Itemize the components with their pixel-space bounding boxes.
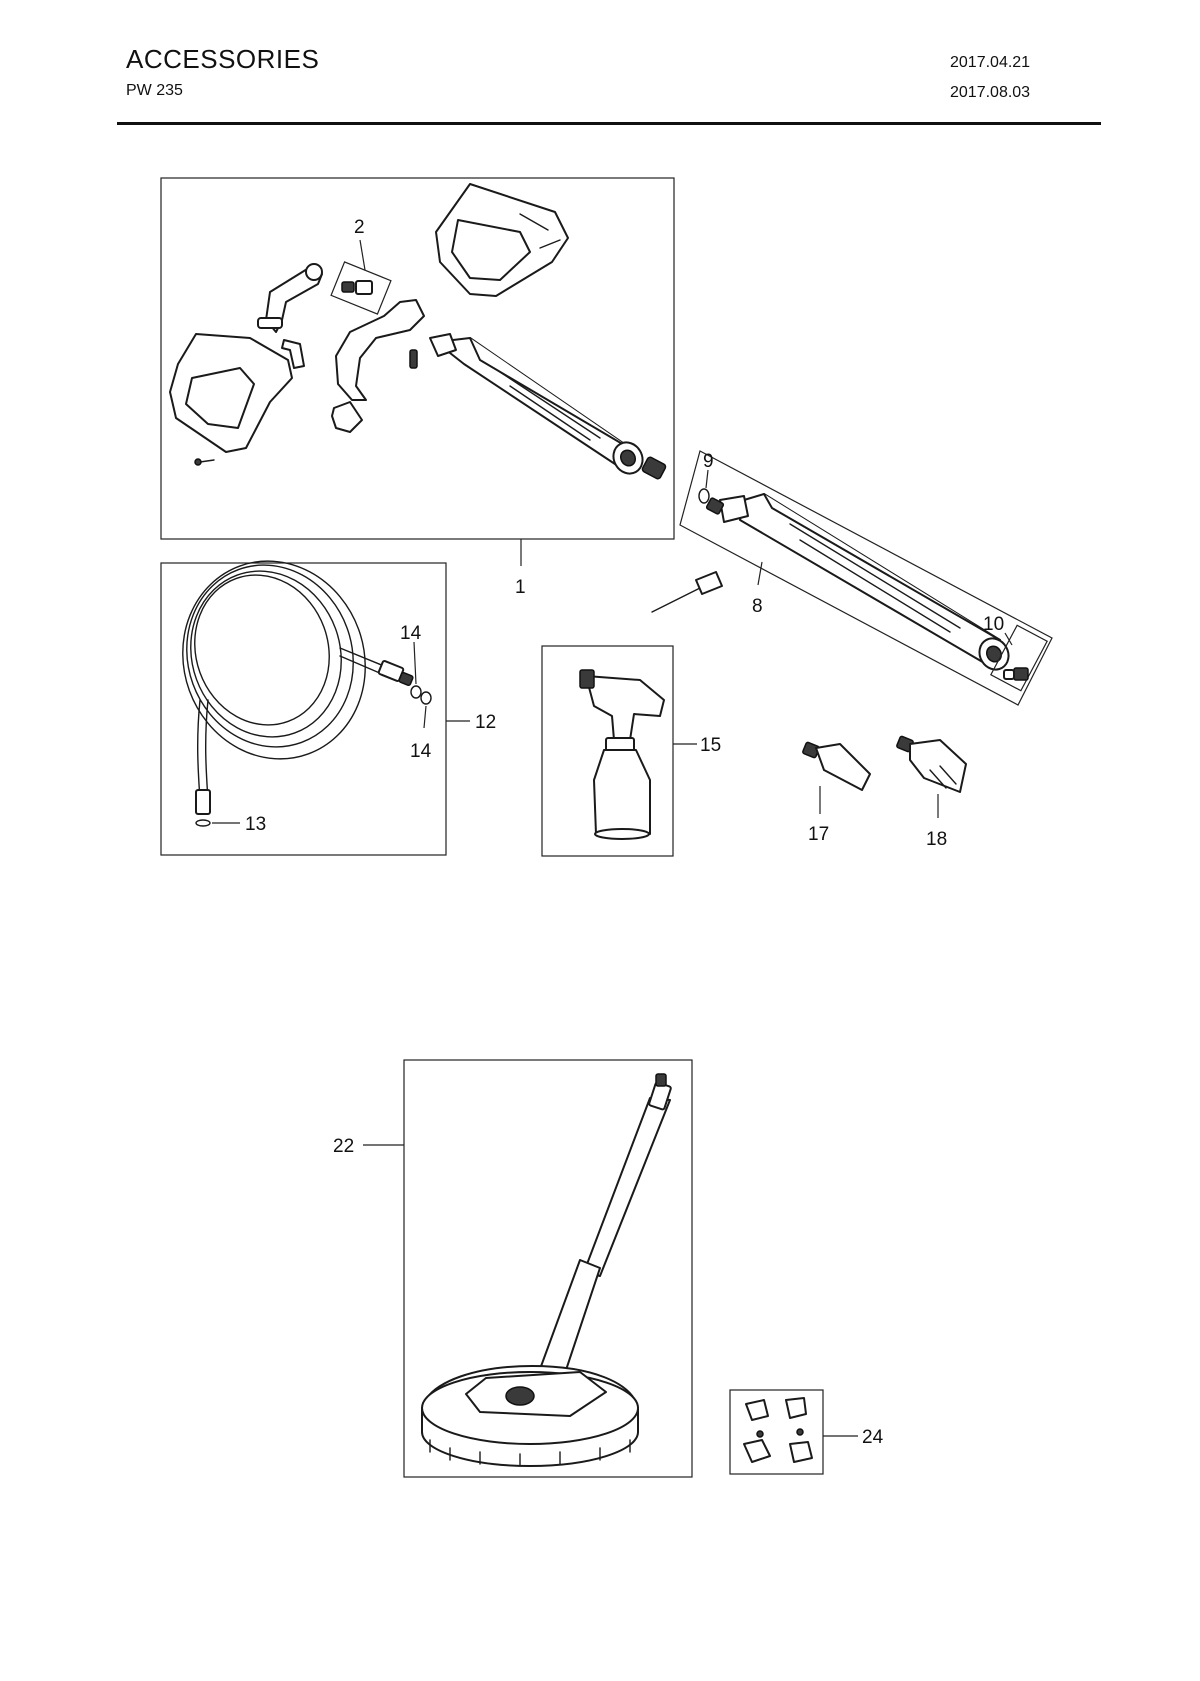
callout-9-leader bbox=[705, 469, 709, 489]
callout-14a-leader bbox=[413, 641, 417, 685]
gun-barrel-tube bbox=[429, 333, 644, 475]
turbo-nozzle bbox=[896, 735, 967, 793]
box-spray-gun bbox=[160, 177, 675, 540]
callout-2-leader bbox=[359, 239, 366, 271]
gun-clip bbox=[281, 339, 305, 369]
callout-24: 24 bbox=[862, 1427, 884, 1448]
foam-sprayer bbox=[579, 669, 665, 840]
callout-22: 22 bbox=[333, 1136, 354, 1157]
box-hose bbox=[160, 562, 447, 856]
callout-14a: 14 bbox=[400, 623, 422, 644]
gun-valve-body bbox=[257, 263, 323, 333]
lance-nozzle bbox=[1003, 667, 1029, 681]
callout-18: 18 bbox=[926, 829, 947, 850]
callout-17: 17 bbox=[808, 824, 829, 845]
box-nozzle bbox=[990, 624, 1048, 692]
date-created: 2017.04.21 bbox=[950, 54, 1031, 71]
box-lance bbox=[679, 450, 1053, 706]
box-nozzle-kit bbox=[729, 1389, 824, 1475]
date-revised: 2017.08.03 bbox=[950, 84, 1031, 101]
callout-12: 12 bbox=[475, 712, 496, 733]
callout-2: 2 bbox=[354, 217, 365, 238]
callout-8-leader bbox=[757, 561, 763, 586]
lance bbox=[705, 493, 1010, 671]
nozzle-kit bbox=[743, 1397, 813, 1463]
lance-o-ring bbox=[698, 488, 710, 504]
model-number: PW 235 bbox=[126, 82, 183, 99]
valve-spring-set bbox=[330, 261, 392, 315]
callout-9: 9 bbox=[703, 451, 714, 472]
hose-o-ring-upper bbox=[410, 685, 422, 699]
callout-8: 8 bbox=[752, 596, 763, 617]
gun-coupler-nut bbox=[641, 456, 667, 480]
page-title: ACCESSORIES bbox=[126, 44, 320, 74]
hose-o-ring-lower bbox=[420, 691, 432, 705]
callout-14b: 14 bbox=[410, 741, 432, 762]
callout-13: 13 bbox=[245, 814, 266, 835]
nozzle-cleaning-needle bbox=[651, 571, 723, 613]
high-pressure-hose bbox=[182, 560, 414, 815]
callout-10-leader bbox=[1004, 632, 1013, 646]
hose-end-o-ring bbox=[195, 819, 211, 827]
box-patio-cleaner bbox=[403, 1059, 693, 1478]
gun-front-grip bbox=[169, 333, 293, 466]
callout-10: 10 bbox=[983, 614, 1004, 635]
callout-15: 15 bbox=[700, 735, 721, 756]
callout-14b-leader bbox=[423, 705, 427, 729]
patio-cleaner bbox=[421, 1073, 672, 1467]
trigger-spring bbox=[409, 349, 418, 369]
gun-trigger bbox=[335, 299, 425, 401]
header-rule bbox=[117, 122, 1101, 125]
box-foam-sprayer bbox=[541, 645, 674, 857]
trigger-lock bbox=[331, 401, 363, 433]
gun-rear-handle bbox=[435, 183, 569, 297]
callout-1: 1 bbox=[515, 577, 526, 598]
variable-nozzle bbox=[802, 741, 871, 791]
